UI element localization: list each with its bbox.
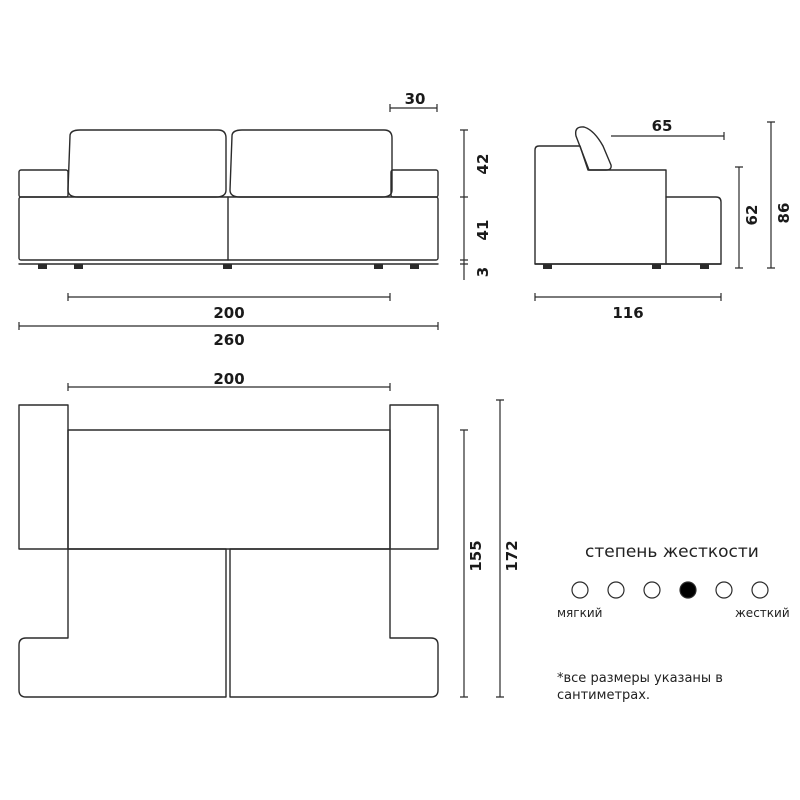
dim-label-260: 260 — [213, 331, 244, 349]
firmness-title: степень жесткости — [585, 542, 759, 562]
dim-line-86 — [767, 121, 775, 269]
seat-right-top — [229, 548, 439, 698]
dim-label-86: 86 — [775, 203, 793, 224]
side-view: 65 62 86 116 — [534, 117, 793, 322]
dim-line-155 — [460, 429, 468, 698]
armrest-right — [390, 169, 439, 198]
firmness-level-dot — [715, 581, 733, 599]
seat-left-top — [18, 548, 227, 698]
dim-line-200-top — [67, 383, 391, 391]
foot — [374, 264, 383, 269]
dim-line-116 — [534, 293, 722, 301]
dim-line-172 — [496, 399, 504, 698]
armrest-right-top — [389, 404, 439, 550]
side-body — [534, 145, 667, 265]
foot — [652, 264, 661, 269]
dim-label-42: 42 — [474, 154, 492, 175]
dim-label-200-front: 200 — [213, 304, 244, 322]
dim-label-172: 172 — [503, 540, 521, 571]
dim-label-200-top: 200 — [213, 370, 244, 388]
dim-line-30 — [389, 104, 438, 112]
firmness-scale — [571, 581, 769, 599]
firmness-level-dot — [679, 581, 697, 599]
foot — [700, 264, 709, 269]
dim-line-260 — [18, 322, 439, 330]
dim-line-62 — [735, 166, 743, 269]
firmness-level-dot — [751, 581, 769, 599]
dim-label-155: 155 — [467, 540, 485, 571]
dim-line-65 — [611, 132, 725, 140]
front-view: 30 42 41 3 200 260 — [18, 90, 492, 349]
firmness-level-dot — [607, 581, 625, 599]
back-top — [67, 429, 391, 550]
firmness-level-dot — [571, 581, 589, 599]
dim-label-65: 65 — [652, 117, 673, 135]
armrest-left — [18, 169, 69, 198]
dim-label-3: 3 — [474, 267, 492, 277]
dim-line-200-front — [67, 293, 391, 301]
foot — [410, 264, 419, 269]
firmness-label-soft: мягкий — [557, 606, 603, 620]
foot — [223, 264, 232, 269]
dim-line-vertical-front — [460, 129, 468, 280]
side-ottoman — [665, 196, 722, 265]
dim-label-62: 62 — [743, 205, 761, 226]
foot — [38, 264, 47, 269]
armrest-left-top — [18, 404, 69, 550]
dim-label-116: 116 — [612, 304, 643, 322]
top-view: 200 155 172 — [18, 370, 521, 698]
back-cushion-left — [67, 129, 227, 198]
firmness-label-hard: жесткий — [735, 606, 790, 620]
dim-label-41: 41 — [474, 220, 492, 241]
foot — [543, 264, 552, 269]
foot — [74, 264, 83, 269]
units-footnote: *все размеры указаны в сантиметрах. — [557, 671, 723, 703]
back-cushion-right — [229, 129, 393, 198]
firmness-level-dot — [643, 581, 661, 599]
side-back-cushion — [574, 126, 612, 171]
dim-label-30: 30 — [405, 90, 426, 108]
